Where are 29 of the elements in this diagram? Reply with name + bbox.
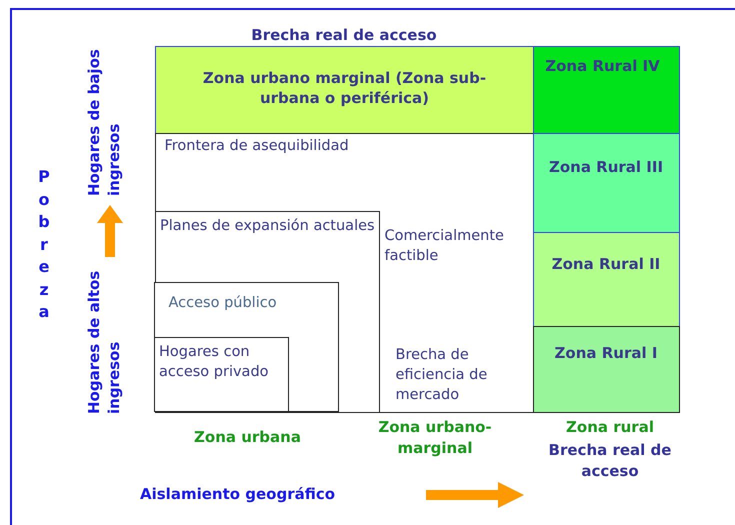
zone-box — [533, 133, 680, 233]
region-label: Comercialmente factible — [384, 226, 505, 266]
diagram-title: Brecha real de acceso — [250, 25, 438, 46]
region-label: Brecha de eficiencia de mercado — [396, 346, 488, 404]
zone-category-label: Brecha real de acceso — [548, 440, 672, 482]
zone-box — [155, 46, 534, 134]
zone-box — [533, 46, 680, 134]
region-box — [154, 336, 288, 412]
zone-category-label: Zona rural — [565, 417, 655, 438]
zone-label: Zona Rural III — [548, 156, 664, 176]
region-box — [154, 210, 380, 412]
zone-label: Zona urbano marginal (Zona sub-urbana o periférica) — [202, 68, 488, 108]
region-label: Hogares con acceso privado — [159, 343, 270, 382]
zone-label: Zona Rural II — [550, 254, 662, 274]
axis-label: Pobreza — [37, 166, 51, 323]
zone-box — [533, 326, 680, 413]
zone-category-label: Zona urbana — [193, 427, 302, 448]
zone-label: Zona Rural I — [554, 342, 658, 362]
region-label: Acceso público — [168, 294, 278, 312]
region-label: Planes de expansión actuales — [160, 217, 375, 236]
axis-label: Aislamiento geográfico — [140, 484, 336, 505]
zone-category-label: Zona urbano-marginal — [377, 417, 493, 459]
region-label: Frontera de asequibilidad — [164, 136, 350, 156]
axis-label: Hogares de altos ingresos — [84, 270, 124, 414]
region-box — [154, 282, 339, 412]
region-box — [155, 133, 534, 413]
axis-label: Hogares de bajos ingresos — [84, 48, 124, 196]
zone-label: Zona Rural IV — [544, 56, 661, 76]
zone-box — [533, 232, 680, 327]
